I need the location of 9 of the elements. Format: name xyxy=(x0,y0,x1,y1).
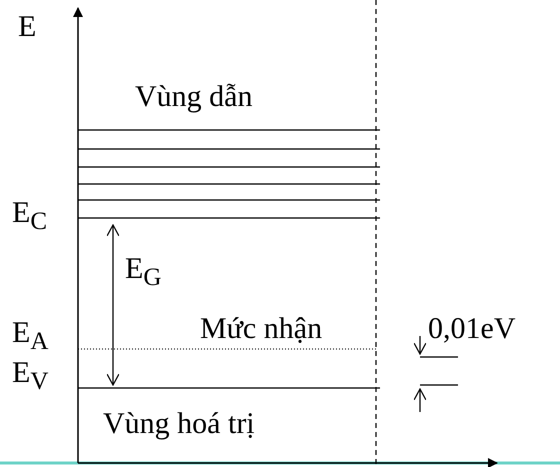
level-label: Mức nhận xyxy=(200,312,322,346)
value-label: 0,01eV xyxy=(428,312,516,346)
energy-label: E$_{A}$ xyxy=(12,316,48,357)
band-label: Vùng hoá trị xyxy=(103,407,255,441)
energy-label: E$_{C}$ xyxy=(12,196,48,237)
energy-label: E$_{V}$ xyxy=(12,356,48,397)
energy-label: E$_{G}$ xyxy=(125,252,162,293)
band-label: Vùng dẫn xyxy=(135,80,252,114)
axis-label: E xyxy=(18,10,36,44)
